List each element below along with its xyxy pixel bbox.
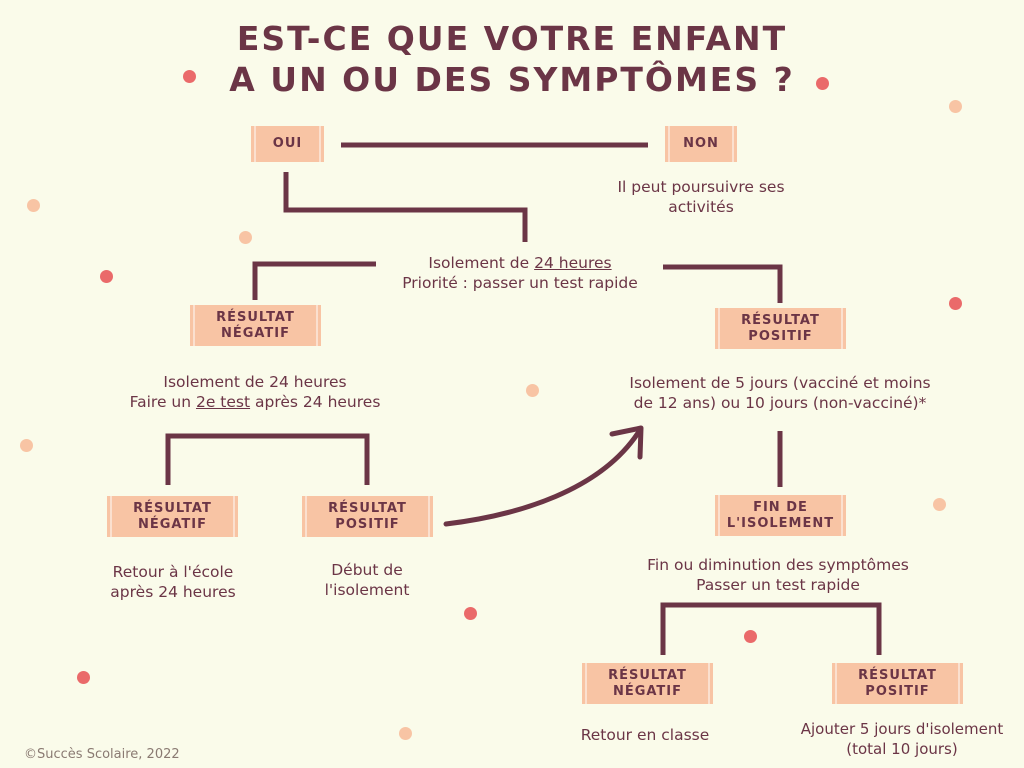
initial-isolation-line-2: Priorité : passer un test rapide xyxy=(402,274,638,292)
add-isolation-line-2: (total 10 jours) xyxy=(846,740,958,758)
initial-isolation-line-1: Isolement de 24 heures xyxy=(428,254,612,272)
curved-arrow-icon xyxy=(443,425,644,527)
second-test-negative-label-1: RÉSULTAT xyxy=(133,500,212,516)
result-positive-box: RÉSULTAT POSITIF xyxy=(715,308,846,349)
start-isolation-line-1: Début de xyxy=(331,561,403,579)
final-positive-label-1: RÉSULTAT xyxy=(858,667,937,683)
result-positive-label-2: POSITIF xyxy=(748,328,813,344)
decorative-dot xyxy=(399,727,412,740)
decorative-dot xyxy=(183,70,196,83)
result-positive-label-1: RÉSULTAT xyxy=(741,312,820,328)
oui-label: OUI xyxy=(272,136,303,151)
end-isolation-label-2: L'ISOLEMENT xyxy=(726,515,835,531)
return-class-text: Retour en classe xyxy=(580,726,710,744)
non-box: NON xyxy=(665,126,737,162)
decorative-dot xyxy=(744,630,757,643)
final-positive-box: RÉSULTAT POSITIF xyxy=(832,663,963,704)
end-isolation-label-1: FIN DE xyxy=(753,499,808,515)
final-negative-box: RÉSULTAT NÉGATIF xyxy=(582,663,713,704)
decorative-dot xyxy=(100,270,113,283)
non-description-line-2: activités xyxy=(668,198,734,216)
return-school-text: Retour à l'école après 24 heures xyxy=(82,562,264,602)
connector-final-split xyxy=(660,602,882,655)
end-isolation-text: Fin ou diminution des symptômes Passer u… xyxy=(598,555,958,595)
decorative-dot xyxy=(933,498,946,511)
non-description-line-1: Il peut poursuivre ses xyxy=(617,178,785,196)
connector-oui-isolement xyxy=(283,172,528,242)
result-negative-box: RÉSULTAT NÉGATIF xyxy=(190,305,321,346)
result-negative-label-2: NÉGATIF xyxy=(220,325,291,341)
decorative-dot xyxy=(949,100,962,113)
positive-isolation-line-2: de 12 ans) ou 10 jours (non-vacciné)* xyxy=(633,394,927,412)
final-positive-label-2: POSITIF xyxy=(865,683,930,699)
final-negative-label-1: RÉSULTAT xyxy=(608,667,687,683)
final-negative-label-2: NÉGATIF xyxy=(612,683,683,699)
return-school-line-2: après 24 heures xyxy=(110,583,236,601)
non-description: Il peut poursuivre ses activités xyxy=(560,177,842,217)
oui-box: OUI xyxy=(251,126,324,162)
second-test-positive-box: RÉSULTAT POSITIF xyxy=(302,496,433,537)
connector-second-test-split xyxy=(165,433,370,485)
title-line-2: A UN OU DES SYMPTÔMES ? xyxy=(229,60,795,99)
return-school-line-1: Retour à l'école xyxy=(112,563,234,581)
decorative-dot xyxy=(77,671,90,684)
decorative-dot xyxy=(20,439,33,452)
start-isolation-line-2: l'isolement xyxy=(324,581,410,599)
negative-isolation-line-2: Faire un 2e test après 24 heures xyxy=(129,393,381,411)
positive-isolation-line-1: Isolement de 5 jours (vacciné et moins xyxy=(629,374,931,392)
non-label: NON xyxy=(683,136,719,151)
add-isolation-text: Ajouter 5 jours d'isolement (total 10 jo… xyxy=(782,719,1022,759)
negative-isolation-line-1: Isolement de 24 heures xyxy=(163,373,347,391)
decorative-dot xyxy=(239,231,252,244)
second-test-negative-label-2: NÉGATIF xyxy=(137,516,208,532)
title-line-1: EST-CE QUE VOTRE ENFANT xyxy=(236,19,788,58)
decorative-dot xyxy=(526,384,539,397)
end-isolation-box: FIN DE L'ISOLEMENT xyxy=(715,495,846,536)
second-test-positive-label-2: POSITIF xyxy=(335,516,400,532)
end-isolation-line-1: Fin ou diminution des symptômes xyxy=(647,556,909,574)
decorative-dot xyxy=(949,297,962,310)
result-negative-label-1: RÉSULTAT xyxy=(216,309,295,325)
initial-isolation-text: Isolement de 24 heures Priorité : passer… xyxy=(340,253,700,293)
second-test-positive-label-1: RÉSULTAT xyxy=(328,500,407,516)
end-isolation-line-2: Passer un test rapide xyxy=(696,576,860,594)
copyright-credit: ©Succès Scolaire, 2022 xyxy=(24,747,180,762)
decorative-dot xyxy=(27,199,40,212)
negative-isolation-text: Isolement de 24 heures Faire un 2e test … xyxy=(95,372,415,412)
add-isolation-line-1: Ajouter 5 jours d'isolement xyxy=(800,720,1004,738)
start-isolation-text: Début de l'isolement xyxy=(292,560,442,600)
positive-isolation-text: Isolement de 5 jours (vacciné et moins d… xyxy=(595,373,965,413)
second-test-negative-box: RÉSULTAT NÉGATIF xyxy=(107,496,238,537)
decorative-dot xyxy=(464,607,477,620)
connector-isolement-positif xyxy=(663,264,783,303)
decorative-dot xyxy=(816,77,829,90)
connector-isolement-negatif xyxy=(252,261,376,300)
